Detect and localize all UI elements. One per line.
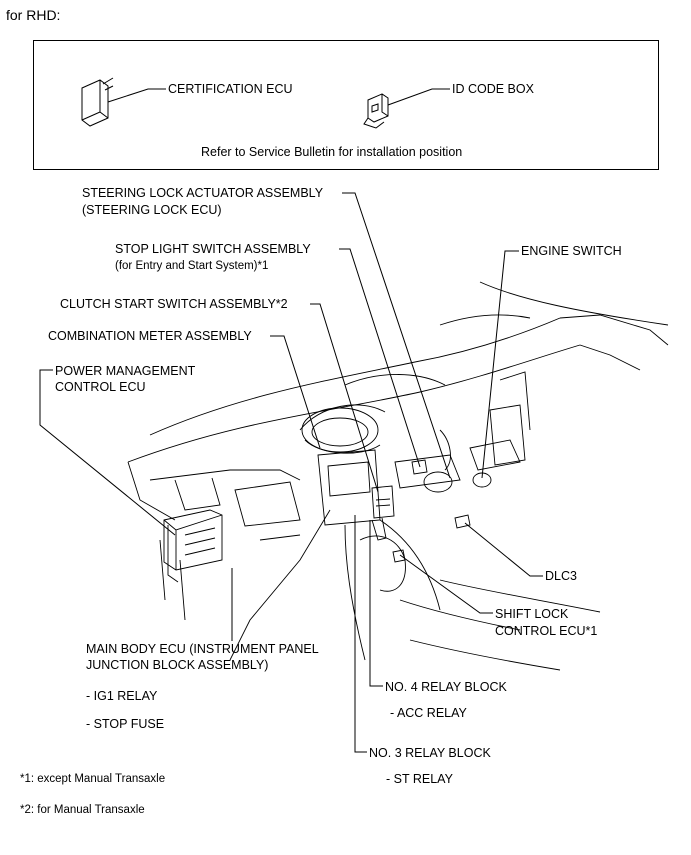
stop-light-label-line1: STOP LIGHT SWITCH ASSEMBLY — [115, 242, 311, 256]
engine-switch-label: ENGINE SWITCH — [521, 244, 622, 258]
dlc3-label: DLC3 — [545, 569, 577, 583]
leader-engine-switch — [481, 250, 519, 479]
page-title: for RHD: — [6, 7, 61, 23]
leader-no4-relay — [369, 520, 383, 687]
steering-lock-label-line1: STEERING LOCK ACTUATOR ASSEMBLY — [82, 186, 324, 200]
certification-ecu-label: CERTIFICATION ECU — [168, 82, 293, 96]
shift-lock-label-line2: CONTROL ECU*1 — [495, 624, 598, 638]
leader-dlc3 — [464, 522, 543, 577]
leader-certification-ecu — [107, 88, 166, 103]
shift-lock-label-line1: SHIFT LOCK — [495, 607, 569, 621]
leader-combination-meter — [270, 335, 321, 449]
st-relay-label: - ST RELAY — [386, 772, 453, 786]
leader-no3-relay — [354, 515, 367, 753]
steering-lock-label-line2: (STEERING LOCK ECU) — [82, 203, 222, 217]
no4-relay-block-label: NO. 4 RELAY BLOCK — [385, 680, 507, 694]
clutch-start-label: CLUTCH START SWITCH ASSEMBLY*2 — [60, 297, 288, 311]
stop-fuse-label: - STOP FUSE — [86, 717, 165, 731]
component-box — [33, 40, 659, 170]
stop-light-label-line2: (for Entry and Start System)*1 — [115, 260, 269, 272]
footnote-2: *2: for Manual Transaxle — [20, 804, 145, 816]
id-code-box-label: ID CODE BOX — [452, 82, 534, 96]
leader-power-mgmt — [39, 369, 176, 536]
certification-ecu-icon — [81, 77, 114, 127]
leader-shift-lock — [399, 554, 493, 614]
box-note: Refer to Service Bulletin for installati… — [201, 145, 463, 159]
leader-steering-lock — [342, 192, 451, 479]
dashboard-illustration — [127, 281, 669, 671]
leader-clutch-start — [310, 303, 379, 493]
power-mgmt-label-line2: CONTROL ECU — [55, 380, 146, 394]
footnote-1: *1: except Manual Transaxle — [20, 773, 166, 785]
id-code-box-icon — [363, 93, 389, 129]
main-body-ecu-label-line1: MAIN BODY ECU (INSTRUMENT PANEL — [86, 642, 319, 656]
power-mgmt-label-line1: POWER MANAGEMENT — [55, 364, 196, 378]
main-body-ecu-label-line2: JUNCTION BLOCK ASSEMBLY) — [86, 658, 269, 672]
acc-relay-label: - ACC RELAY — [390, 706, 467, 720]
leader-stop-light — [339, 248, 421, 468]
ig1-relay-label: - IG1 RELAY — [86, 689, 158, 703]
leader-id-code-box — [387, 88, 450, 106]
combination-meter-label: COMBINATION METER ASSEMBLY — [48, 329, 252, 343]
no3-relay-block-label: NO. 3 RELAY BLOCK — [369, 746, 491, 760]
